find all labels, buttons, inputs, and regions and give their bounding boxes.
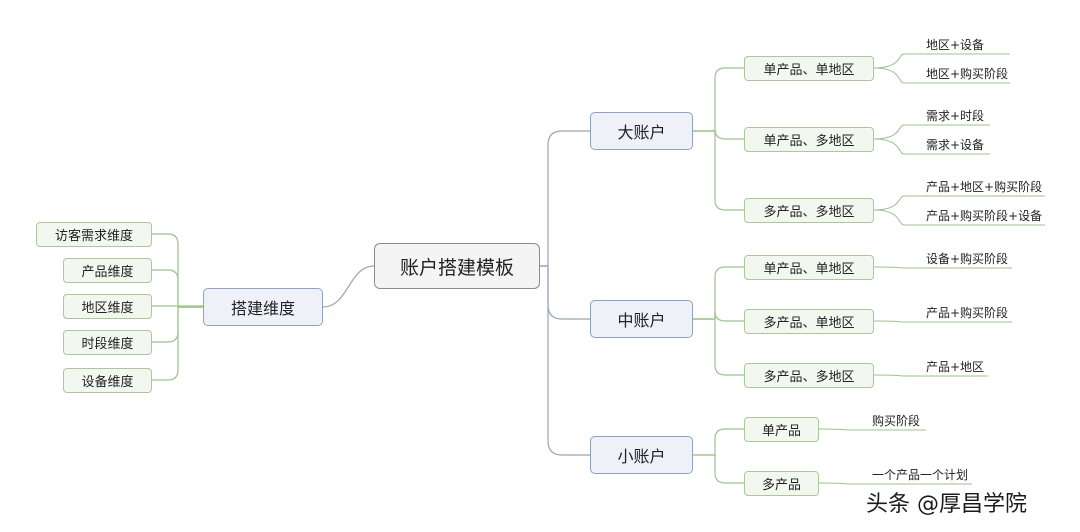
connector	[693, 318, 744, 376]
connector	[693, 266, 744, 320]
connector	[873, 209, 1045, 226]
connector	[873, 53, 1010, 69]
watermark: 头条 @厚昌学院	[866, 492, 1027, 517]
leaf-text: 地区+购买阶段	[926, 67, 1009, 81]
medium-multi-product-single-region: 多产品、单地区	[744, 309, 874, 334]
leaf-text: 产品+地区+购买阶段	[926, 180, 1043, 194]
connector	[873, 138, 990, 155]
account-small: 小账户	[590, 436, 693, 474]
connector	[873, 67, 1010, 84]
medium-single-product-single-region: 单产品、单地区	[744, 255, 874, 280]
dimension-visitor-demand: 访客需求维度	[36, 222, 152, 247]
leaf-text: 购买阶段	[872, 414, 921, 428]
account-medium: 中账户	[590, 300, 693, 338]
connector	[322, 265, 375, 308]
account-large: 大账户	[590, 112, 693, 150]
connector	[152, 269, 203, 308]
leaf-text: 需求+时段	[926, 109, 985, 123]
connector	[818, 428, 926, 431]
connector	[818, 482, 972, 485]
leaf-text: 一个产品一个计划	[872, 468, 969, 482]
leaf-text: 需求+设备	[926, 138, 985, 152]
leaf-text: 产品+地区	[926, 360, 985, 374]
leaf-text: 设备+购买阶段	[926, 252, 1009, 266]
connector	[540, 265, 590, 456]
dimension-device: 设备维度	[63, 368, 152, 393]
medium-multi-product-multi-region: 多产品、多地区	[744, 363, 874, 388]
connector	[693, 67, 744, 132]
root-node: 账户搭建模板	[374, 243, 540, 289]
small-multi-product: 多产品	[744, 471, 819, 496]
connector	[873, 266, 1012, 269]
connector	[873, 374, 988, 377]
large-multi-product-multi-region: 多产品、多地区	[744, 198, 874, 223]
connector	[693, 130, 744, 211]
connector	[693, 454, 744, 484]
connector	[873, 320, 1012, 323]
dimension-region: 地区维度	[63, 294, 152, 319]
connector	[873, 195, 1045, 211]
large-single-product-multi-region: 单产品、多地区	[744, 127, 874, 152]
leaf-text: 产品+购买阶段+设备	[926, 209, 1043, 223]
connector	[540, 130, 590, 267]
leaf-text: 地区+设备	[926, 38, 985, 52]
connector	[873, 124, 990, 140]
dimension-time: 时段维度	[63, 330, 152, 355]
leaf-text: 产品+购买阶段	[926, 306, 1009, 320]
connector	[693, 428, 744, 456]
small-single-product: 单产品	[744, 417, 819, 442]
connector	[152, 306, 203, 381]
large-single-product-single-region: 单产品、单地区	[744, 56, 874, 81]
dimension-product: 产品维度	[63, 258, 152, 283]
build-dimension-node: 搭建维度	[203, 288, 323, 326]
